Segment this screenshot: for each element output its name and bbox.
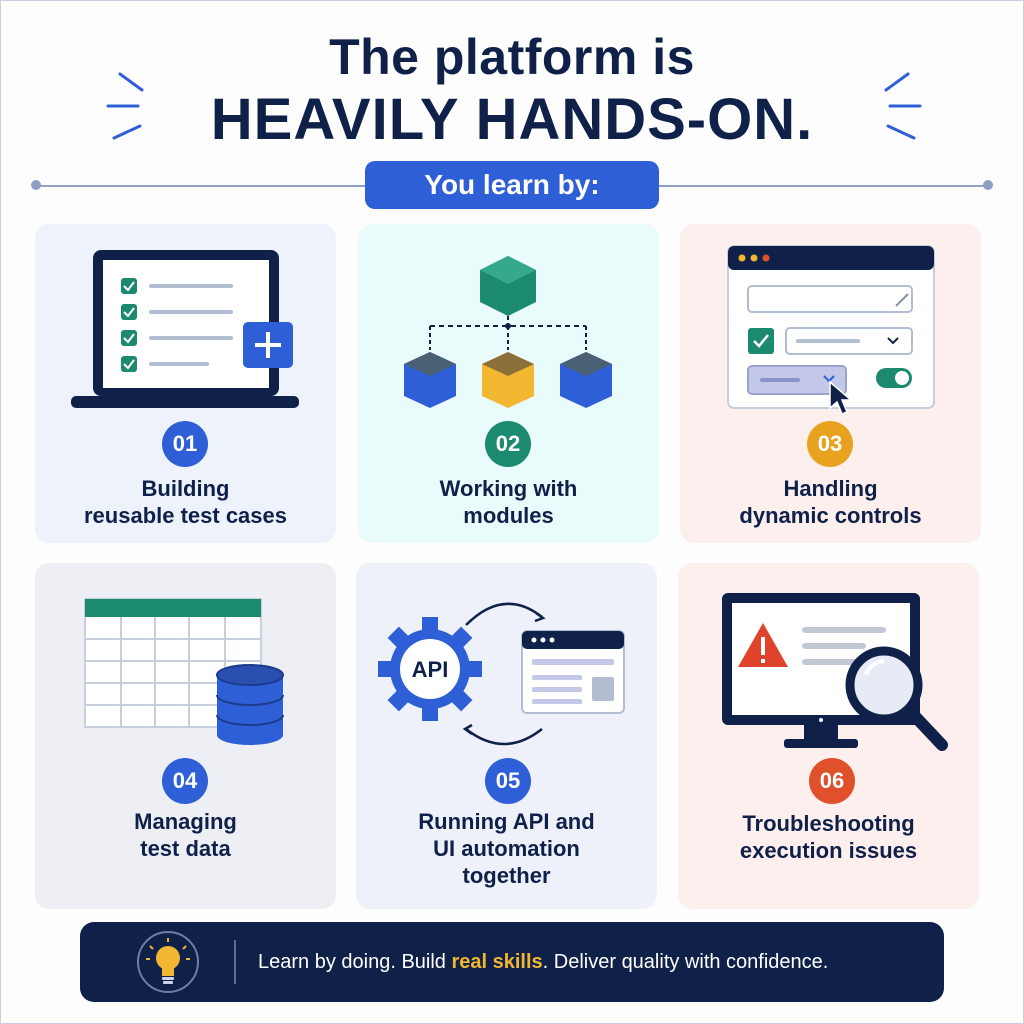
divider-right <box>659 185 985 187</box>
card-number-badge: 06 <box>809 758 855 804</box>
card-running-api-ui-automation: API 05 Running API and UI automation tog… <box>356 563 657 909</box>
divider-right-dot <box>983 180 993 190</box>
monitor-warning-magnifier-icon <box>722 593 948 751</box>
dynamic-controls-window-icon <box>727 245 935 415</box>
card-label-line-1: Handling <box>783 476 878 501</box>
footer-separator <box>234 940 236 984</box>
footer-highlight: real skills <box>451 951 543 973</box>
right-accent-rays-icon <box>884 72 922 140</box>
card-number-badge: 04 <box>162 758 208 804</box>
divider-left <box>40 185 365 187</box>
card-handling-dynamic-controls: 03 Handling dynamic controls <box>680 224 981 543</box>
card-label-line-2: dynamic controls <box>739 503 922 528</box>
card-troubleshooting-issues: 06 Troubleshooting execution issues <box>678 563 979 909</box>
card-label-line-1: Troubleshooting <box>742 811 915 836</box>
card-number-badge: 03 <box>807 421 853 467</box>
card-label-line-1: Working with <box>439 476 578 501</box>
card-number-badge: 02 <box>485 421 531 467</box>
card-label-line-2: modules <box>463 503 554 528</box>
footer-message: Learn by doing. Build real skills. Deliv… <box>258 922 828 1002</box>
title-line-1: The platform is <box>329 29 695 85</box>
left-accent-rays-icon <box>106 72 144 140</box>
card-label-line-2: reusable test cases <box>83 503 288 528</box>
card-label-line-1: Managing <box>134 809 237 834</box>
card-number-badge: 05 <box>485 758 531 804</box>
data-grid-database-icon <box>84 598 284 745</box>
laptop-checklist-icon <box>71 250 299 408</box>
title-line-2: HEAVILY HANDS-ON. <box>210 87 814 152</box>
card-label-line-3: together <box>462 863 551 888</box>
card-number-badge: 01 <box>162 421 208 467</box>
footer-banner: Learn by doing. Build real skills. Deliv… <box>80 922 944 1002</box>
card-working-with-modules: 02 Working with modules <box>358 224 659 543</box>
card-managing-test-data: 04 Managing test data <box>35 563 336 909</box>
footer-text-start: Learn by doing. Build <box>258 951 452 973</box>
card-label-line-2: UI automation <box>433 836 580 861</box>
api-gear-sync-icon: API <box>378 602 625 746</box>
footer-text-end: . Deliver quality with confidence. <box>542 951 829 973</box>
card-label-line-1: Building <box>141 476 230 501</box>
lightbulb-icon <box>137 931 199 993</box>
subtitle-pill: You learn by: <box>365 161 659 209</box>
card-label-line-1: Running API and <box>418 809 595 834</box>
card-building-test-cases: 01 Building reusable test cases <box>35 224 336 543</box>
api-label: API <box>412 657 449 682</box>
card-label-line-2: execution issues <box>739 838 918 863</box>
module-hierarchy-icon <box>404 256 612 408</box>
card-label-line-2: test data <box>140 836 231 861</box>
divider-left-dot <box>31 180 41 190</box>
